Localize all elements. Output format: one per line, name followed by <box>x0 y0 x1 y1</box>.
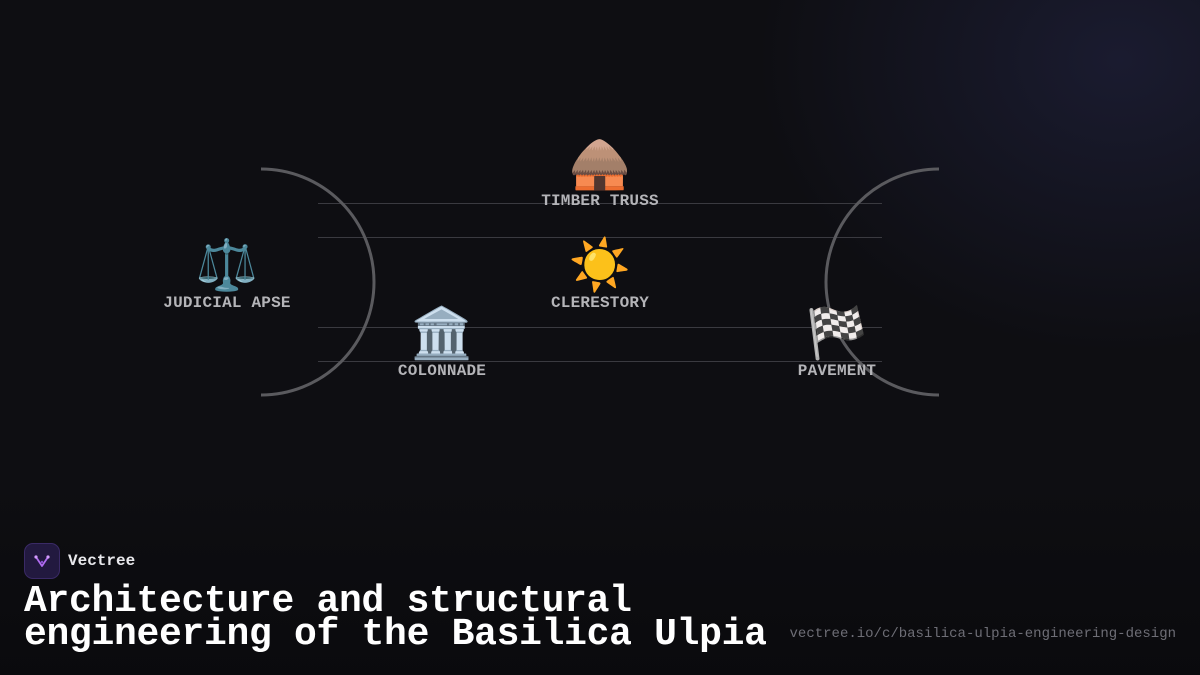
source-url: vectree.io/c/basilica-ulpia-engineering-… <box>789 626 1176 642</box>
node-judicial-apse: ⚖️ JUDICIAL APSE <box>127 236 327 312</box>
brand: Vectree <box>24 543 784 579</box>
sun-icon: ☀️ <box>568 236 632 294</box>
node-label: COLONNADE <box>397 362 487 380</box>
hut-icon: 🛖 <box>568 134 632 192</box>
node-label: JUDICIAL APSE <box>163 294 291 312</box>
node-timber-truss: 🛖 TIMBER TRUSS <box>500 134 700 210</box>
node-colonnade: 🏛️ COLONNADE <box>342 304 542 380</box>
balance-scale-icon: ⚖️ <box>195 236 259 294</box>
checkered-flag-icon: 🏁 <box>805 304 869 362</box>
node-clerestory: ☀️ CLERESTORY <box>500 236 700 312</box>
right-apse-arc <box>824 167 940 397</box>
page-title: Architecture and structural engineering … <box>24 580 767 656</box>
brand-name: Vectree <box>68 552 136 570</box>
node-pavement: 🏁 PAVEMENT <box>737 304 937 380</box>
node-label: PAVEMENT <box>797 362 877 380</box>
node-label: TIMBER TRUSS <box>541 192 659 210</box>
left-apse-arc <box>260 167 376 397</box>
node-label: CLERESTORY <box>550 294 649 312</box>
footer: Vectree Architecture and structural engi… <box>24 543 784 656</box>
classical-building-icon: 🏛️ <box>410 304 474 362</box>
vectree-logo-icon <box>24 543 60 579</box>
